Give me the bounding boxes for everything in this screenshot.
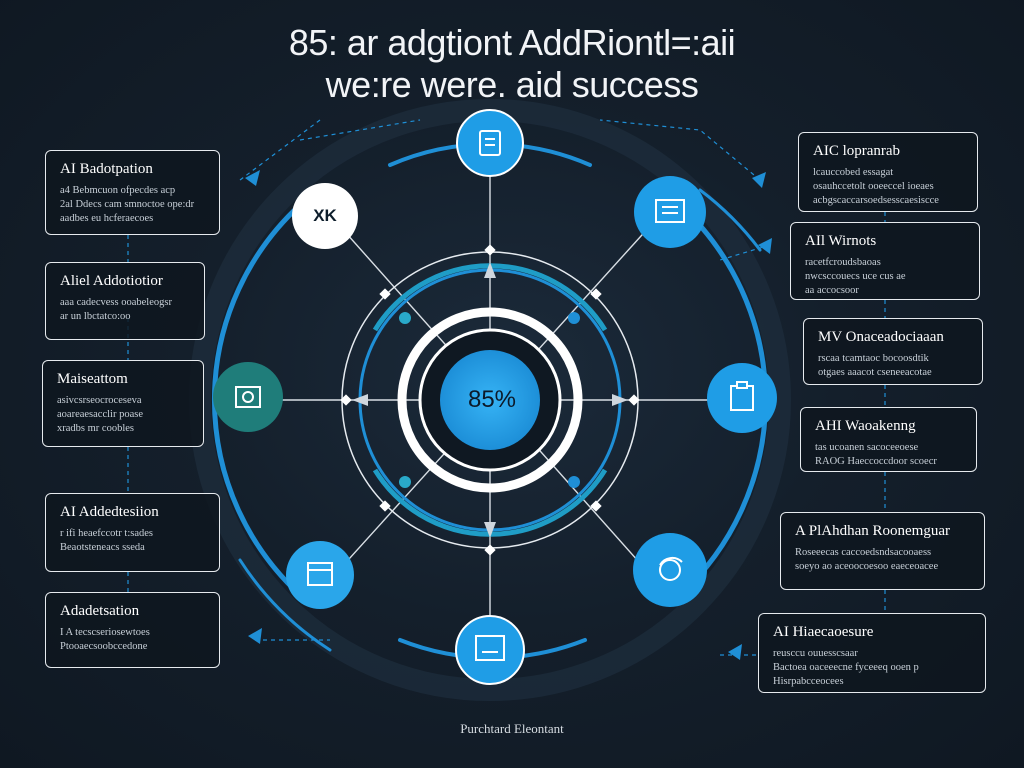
outer-arc-top-ext (698, 188, 762, 252)
card-left-1[interactable]: AI Badotpation a4 Bebmcuon ofpecdes acp … (45, 150, 220, 235)
card-right-6[interactable]: AI Hiaecaoesure reusccu ouuesscsaar Bact… (758, 613, 986, 693)
card-line: Bactoea oaceeecne fyceeeq ooen p (773, 662, 919, 673)
card-line: racetfcroudsbaoas (805, 257, 881, 268)
card-right-4[interactable]: AHI Waoakenng tas ucoanen sacoceeoese RA… (800, 407, 977, 472)
card-title: Maiseattom (57, 371, 128, 387)
center-percentage: 85% (467, 386, 517, 413)
card-title: AIl Wirnots (805, 233, 877, 249)
card-line: I A tecscseriosewtoes (60, 627, 150, 638)
card-line: lcauccobed essagat (813, 167, 894, 178)
card-right-5[interactable]: A PlAhdhan Roonemguar Roseeecas caccoeds… (780, 512, 985, 590)
refresh-gear-icon (659, 556, 683, 581)
title-line-1: 85: ar adgtiont AddRiontl=:aii (288, 22, 736, 63)
node-top-left-label: XK (313, 206, 337, 225)
card-right-3[interactable]: MV Onaceadociaaan rscaa tcamtaoc bocoosd… (803, 318, 983, 385)
card-title: AI Addedtesiion (60, 504, 159, 520)
clipboard-icon (730, 381, 754, 411)
connector-arrows (245, 170, 772, 660)
card-line: xradbs mr coobles (57, 423, 134, 434)
card-line: asivcsrseocroceseva (57, 395, 142, 406)
card-line: aadbes eu hcferaecoes (60, 213, 154, 224)
footer-caption: Purchtard Eleontant (460, 721, 564, 736)
node-top-right[interactable] (634, 176, 706, 248)
card-right-1[interactable]: AIC lopranrab lcauccobed essagat osauhcc… (798, 132, 978, 212)
node-bottom[interactable] (455, 615, 525, 685)
card-line: Ptooaecsoobccedone (60, 641, 148, 652)
card-line: RAOG Haeccoccdoor scoecr (815, 456, 937, 467)
card-line: Hisrpabcceocees (773, 676, 844, 687)
card-line: reusccu ouuesscsaar (773, 648, 858, 659)
card-title: AIC lopranrab (813, 143, 901, 159)
card-line: ar un lbctatco:oo (60, 311, 131, 322)
node-right[interactable] (707, 363, 777, 433)
card-title: Adadetsation (60, 603, 140, 619)
card-title: AI Badotpation (60, 161, 153, 177)
outer-arc-bottom-ext (238, 558, 332, 652)
camera-doc-icon (235, 386, 261, 408)
ring-markers (352, 262, 628, 538)
card-line: osauhccetolt ooeeccel ioeaes (813, 181, 934, 192)
card-line: acbgscaccarsoedsesscaesiscce (813, 195, 939, 206)
card-title: AI Hiaecaoesure (773, 624, 874, 640)
card-line: nwcsccouecs uce cus ae (805, 271, 906, 282)
card-line: tas ucoanen sacoceeoese (815, 442, 919, 453)
card-line: soeyo ao aceoocoesoo eaeceoacee (795, 561, 939, 572)
folder-icon (307, 562, 333, 586)
monitor-icon (475, 635, 505, 661)
card-line: Roseeecas caccoedsndsacooaess (795, 547, 932, 558)
card-title: MV Onaceadociaaan (818, 329, 944, 345)
card-title: AHI Waoakenng (815, 418, 916, 434)
card-right-2[interactable]: AIl Wirnots racetfcroudsbaoas nwcsccouec… (790, 222, 980, 300)
joints (340, 244, 640, 556)
title-line-2: we:re were. aid success (325, 64, 699, 105)
card-line: r ifi heaefccotr t:sades (60, 528, 153, 539)
card-left-5[interactable]: Adadetsation I A tecscseriosewtoes Ptooa… (45, 592, 220, 668)
node-left[interactable] (213, 362, 283, 432)
diagram-title: 85: ar adgtiont AddRiontl=:aii we:re wer… (0, 22, 1024, 106)
card-left-2[interactable]: Aliel Addotiotior aaa cadecvess ooabeleo… (45, 262, 205, 340)
card-title: Aliel Addotiotior (60, 273, 163, 289)
node-bottom-right[interactable] (633, 533, 707, 607)
document-chart-icon (479, 130, 501, 156)
presentation-board-icon (655, 199, 685, 223)
card-line: a4 Bebmcuon ofpecdes acp (60, 185, 176, 196)
center-disc (440, 350, 540, 450)
card-left-3[interactable]: Maiseattom asivcsrseocroceseva aoareaesa… (42, 360, 204, 447)
card-line: 2al Ddecs cam smnoctoe ope:dr (60, 199, 195, 210)
card-line: otgaes aaacot cseneeacotae (818, 367, 932, 378)
card-line: aa accocsoor (805, 285, 859, 296)
card-line: Beaotsteneacs sseda (60, 542, 145, 553)
node-top[interactable] (456, 109, 524, 177)
card-line: aaa cadecvess ooabeleogsr (60, 297, 172, 308)
card-left-4[interactable]: AI Addedtesiion r ifi heaefccotr t:sades… (45, 493, 220, 572)
node-bottom-left[interactable] (286, 541, 354, 609)
node-top-left[interactable] (292, 183, 358, 249)
card-title: A PlAhdhan Roonemguar (795, 523, 950, 539)
card-line: aoareaesacclir poase (57, 409, 143, 420)
card-line: rscaa tcamtaoc bocoosdtik (818, 353, 929, 364)
ring-inner-white (397, 307, 583, 493)
